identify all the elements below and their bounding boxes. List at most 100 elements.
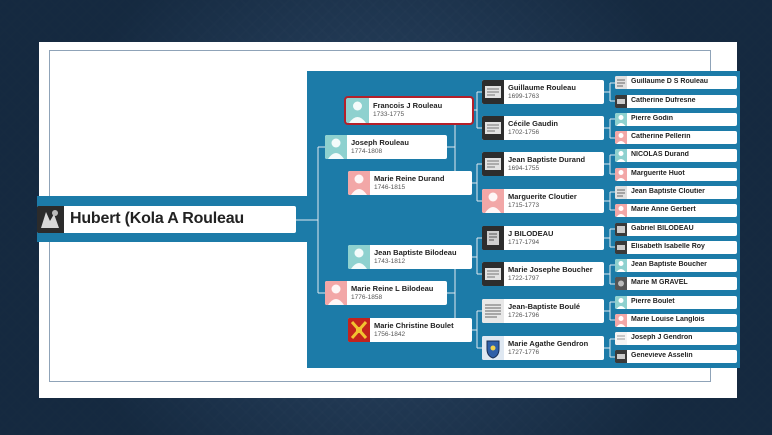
document-record-icon	[615, 223, 627, 236]
person-dates: 1722-1797	[508, 274, 540, 282]
male-silhouette-icon	[615, 149, 627, 162]
person-card-gen5-14[interactable]: Marie Louise Langlois	[615, 314, 737, 327]
person-card-gen5-9[interactable]: Gabriel BILODEAU	[615, 223, 737, 236]
coat-of-arms-icon	[348, 318, 370, 342]
male-silhouette-icon	[615, 259, 627, 272]
person-dates: 1743-1812	[374, 257, 406, 265]
person-name: Guillaume D S Rouleau	[631, 78, 709, 86]
person-name: Joseph J Gendron	[631, 334, 693, 342]
person-dates: 1699-1763	[508, 92, 540, 100]
person-card-gen5-8[interactable]: Marie Anne Gerbert	[615, 204, 737, 217]
male-silhouette-icon	[615, 296, 627, 309]
person-card-gen5-11[interactable]: Jean Baptiste Boucher	[615, 259, 737, 272]
female-silhouette-icon	[615, 204, 627, 217]
person-name: Jean-Baptiste Boulé	[508, 302, 581, 311]
person-card-gen5-10[interactable]: Élisabeth Isabelle Roy	[615, 241, 737, 254]
document-record-icon	[482, 226, 504, 250]
person-name: Jean Baptiste Bilodeau	[374, 248, 457, 257]
person-dates: 1733-1775	[373, 111, 405, 119]
person-name: Cécile Gaudin	[508, 119, 559, 128]
document-record-icon	[615, 350, 627, 363]
person-dates: 1776-1858	[351, 293, 383, 301]
person-card-gen5-4[interactable]: Catherine Pellerin	[615, 131, 737, 144]
female-silhouette-icon	[325, 281, 347, 305]
person-card-gen5-3[interactable]: Pierre Godin	[615, 113, 737, 126]
person-card-gen5-12[interactable]: Marie M GRAVEL	[615, 277, 737, 290]
person-name: Marie Christine Boulet	[374, 321, 454, 330]
document-record-icon	[482, 80, 504, 104]
person-name: Genevieve Asselin	[631, 352, 693, 360]
person-dates: 1715-1773	[508, 201, 540, 209]
person-name: Catherine Pellerin	[631, 133, 691, 141]
person-name: Marie Anne Gerbert	[631, 206, 696, 214]
document-record-icon	[615, 332, 627, 345]
person-card-gen5-6[interactable]: Marguerite Huot	[615, 168, 737, 181]
person-name: J BILODEAU	[508, 229, 554, 238]
person-name: Marie Reine L Bilodeau	[351, 284, 434, 293]
person-name: Francois J Rouleau	[373, 102, 443, 111]
person-name: Jean Baptiste Durand	[508, 155, 586, 164]
root-person-name: Hubert (Kola A Rouleau	[70, 210, 244, 228]
female-silhouette-icon	[615, 168, 627, 181]
document-record-icon	[615, 277, 627, 290]
root-person-card[interactable]: Hubert (Kola A Rouleau	[37, 206, 296, 233]
male-silhouette-icon	[346, 98, 369, 123]
person-name: Pierre Boulet	[631, 298, 675, 306]
person-name: Pierre Godin	[631, 115, 674, 123]
female-silhouette-icon	[348, 171, 370, 195]
document-record-icon	[37, 206, 64, 233]
person-name: Catherine Dufresne	[631, 97, 696, 105]
document-record-icon	[482, 262, 504, 286]
coat-of-arms-icon	[482, 336, 504, 360]
document-record-icon	[482, 116, 504, 140]
person-card-gen5-1[interactable]: Guillaume D S Rouleau	[615, 76, 737, 89]
document-record-icon	[615, 76, 627, 89]
person-name: Marguerite Huot	[631, 170, 685, 178]
female-silhouette-icon	[615, 314, 627, 327]
male-silhouette-icon	[615, 113, 627, 126]
person-dates: 1726-1796	[508, 311, 540, 319]
person-card-gen5-15[interactable]: Joseph J Gendron	[615, 332, 737, 345]
person-name: Marie Reine Durand	[374, 174, 445, 183]
person-name: Guillaume Rouleau	[508, 83, 576, 92]
person-name: NICOLAS Durand	[631, 151, 689, 159]
person-card-gen5-7[interactable]: Jean Baptiste Cloutier	[615, 186, 737, 199]
person-dates: 1746-1815	[374, 183, 406, 191]
person-dates: 1727-1776	[508, 348, 540, 356]
person-name: Gabriel BILODEAU	[631, 225, 694, 233]
person-name: Marguerite Cloutier	[508, 192, 577, 201]
person-card-gen5-2[interactable]: Catherine Dufresne	[615, 95, 737, 108]
person-dates: 1694-1755	[508, 164, 540, 172]
document-record-icon	[615, 95, 627, 108]
person-name: Marie Louise Langlois	[631, 316, 705, 324]
person-dates: 1774-1808	[351, 147, 383, 155]
person-dates: 1717-1794	[508, 238, 540, 246]
person-name: Jean Baptiste Boucher	[631, 261, 707, 269]
document-record-icon	[482, 152, 504, 176]
person-name: Marie Josephe Boucher	[508, 265, 593, 274]
person-card-gen5-13[interactable]: Pierre Boulet	[615, 296, 737, 309]
person-dates: 1756-1842	[374, 330, 406, 338]
document-record-icon	[615, 241, 627, 254]
male-silhouette-icon	[348, 245, 370, 269]
person-card-gen5-5[interactable]: NICOLAS Durand	[615, 149, 737, 162]
person-name: Joseph Rouleau	[351, 138, 409, 147]
person-dates: 1702-1756	[508, 128, 540, 136]
document-record-icon	[615, 186, 627, 199]
person-name: Élisabeth Isabelle Roy	[631, 243, 705, 251]
person-card-gen5-16[interactable]: Genevieve Asselin	[615, 350, 737, 363]
